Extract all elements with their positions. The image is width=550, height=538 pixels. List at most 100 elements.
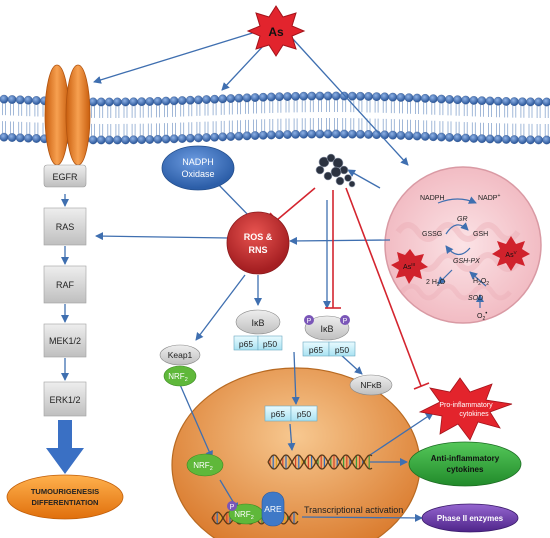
arsenic-star: As	[246, 5, 306, 57]
ros-label-2: RNS	[248, 245, 267, 255]
tumour-label-2: DIFFERENTIATION	[32, 498, 99, 507]
mek-box	[43, 323, 87, 358]
egfr-label: EGFR	[52, 172, 78, 182]
nfkb-label: NFκB	[360, 380, 382, 390]
arsenic-label: As	[268, 25, 284, 39]
mito-water-h: 2 H	[426, 279, 437, 286]
mito-o-sub: 2	[486, 281, 489, 287]
mek-label: MEK1/2	[49, 336, 81, 346]
ikb-complex-phospho: IκB P P p65 p50	[302, 315, 356, 357]
mito-sod: SOD	[468, 295, 483, 302]
glutathione-cycle	[437, 196, 487, 308]
mito-nadp-text: NADP	[478, 195, 498, 202]
phospho-label-2: P	[343, 318, 348, 325]
p50-label-3: p50	[297, 409, 311, 419]
as3-text: As	[403, 264, 412, 271]
anti-label-2: cytokines	[447, 465, 484, 474]
keap1-label: Keap1	[168, 350, 193, 360]
mito-labels: NADPH NADP+ GR GSSG GSH GSH-PX H2O2 2 H2…	[420, 193, 500, 322]
raf-label: RAF	[56, 280, 75, 290]
phase2-label: Phase II enzymes	[437, 514, 504, 523]
mito-o2-sup: •	[485, 311, 487, 317]
mito-gr: GR	[457, 216, 468, 223]
anti-inflammatory-node: Anti-inflammatory cytokines	[408, 441, 522, 487]
mito-o2-o: O	[477, 313, 483, 320]
mito-o: O	[481, 278, 487, 285]
mito-water-o: O	[440, 279, 446, 286]
nfkb-node: NFκB	[349, 374, 393, 396]
as5-label: AsV	[505, 250, 516, 259]
cell-membrane	[0, 91, 550, 145]
mito-o2: O2•	[477, 311, 487, 322]
ikb-label-1: IκB	[251, 318, 264, 328]
tumour-label-1: TUMOURIGENESIS	[31, 487, 99, 496]
phase2-node: Phase II enzymes	[421, 503, 519, 533]
mapk-cascade: RAS RAF MEK1/2 ERK1/2	[43, 207, 87, 417]
are-label: ARE	[264, 504, 282, 514]
phospho-label-3: P	[230, 504, 235, 511]
nrf2-label-1: NRF	[168, 372, 185, 381]
nrf2-sub-1: 2	[185, 377, 188, 383]
molecule-icon	[315, 153, 356, 188]
erk-label: ERK1/2	[49, 395, 80, 405]
mito-gssg: GSSG	[422, 231, 442, 238]
raf-box	[43, 265, 87, 304]
nadph-oxidase-node: NADPH Oxidase	[161, 145, 235, 191]
erk-box	[43, 381, 87, 417]
arsenic-v-star: AsV	[492, 236, 530, 271]
anti-label-1: Anti-inflammatory	[431, 454, 500, 463]
ras-label: RAS	[56, 222, 75, 232]
mito-nadp: NADP+	[478, 193, 500, 202]
mito-nadph: NADPH	[420, 195, 445, 202]
egfr-receptor: EGFR	[43, 64, 91, 188]
mito-h2o2: H2O2	[473, 278, 489, 287]
mito-water-sub: 2	[437, 282, 440, 288]
as5-sup: V	[514, 250, 517, 255]
svg-text:NRF2: NRF2	[168, 372, 188, 383]
ikb-label-2: IκB	[320, 324, 333, 334]
p65-label-1: p65	[239, 339, 253, 349]
as5-text: As	[505, 252, 514, 259]
nadph-label-2: Oxidase	[181, 169, 214, 179]
svg-text:NRF2: NRF2	[193, 461, 213, 472]
ras-box	[43, 207, 87, 246]
mito-o2-sub: 2	[482, 316, 485, 322]
nadph-label-1: NADPH	[182, 157, 214, 167]
p65-label-2: p65	[309, 345, 323, 355]
mitochondrion	[384, 166, 542, 324]
transcription-label: Transcriptional activation	[304, 505, 403, 515]
mito-gshpx: GSH-PX	[453, 258, 480, 265]
nrf2-sub-3: 2	[251, 515, 254, 521]
as3-label: AsIII	[403, 262, 415, 271]
arsenic-iii-star: AsIII	[391, 249, 428, 284]
nrf2-label-2: NRF	[193, 461, 210, 470]
thick-arrow	[46, 420, 84, 474]
pro-label-2: cytokines	[459, 411, 489, 418]
activation-arrows	[61, 29, 434, 522]
mito-nadp-sup: +	[497, 193, 500, 199]
nrf2-sub-2: 2	[210, 466, 213, 472]
ikb-complex-free: IκB p65 p50	[233, 309, 283, 351]
mito-water: 2 H2O	[426, 279, 446, 288]
keap1-nrf2: Keap1 NRF2	[159, 344, 201, 387]
nuclear-nrf2: NRF2	[186, 453, 224, 477]
pro-label-1: Pro-inflammatory	[439, 402, 493, 409]
svg-text:NRF2: NRF2	[234, 510, 254, 521]
p50-label-1: p50	[263, 339, 277, 349]
pro-inflammatory-node: Pro-inflammatory cytokines	[418, 377, 513, 441]
mito-h: H	[473, 278, 478, 285]
dna-helix-upper	[267, 454, 373, 470]
tumourigenesis-node: TUMOURIGENESIS DIFFERENTIATION	[6, 474, 124, 520]
are-complex: NRF2 P ARE	[227, 491, 285, 527]
p65-label-3: p65	[271, 409, 285, 419]
nuclear-p65-p50: p65 p50	[264, 405, 318, 422]
nrf2-label-3: NRF	[234, 510, 251, 519]
ros-label-1: ROS &	[244, 232, 273, 242]
mito-h-sub: 2	[478, 281, 481, 287]
ros-rns-node: ROS & RNS	[226, 211, 290, 275]
p50-label-2: p50	[335, 345, 349, 355]
mito-gsh: GSH	[473, 231, 488, 238]
phospho-label-1: P	[307, 318, 312, 325]
